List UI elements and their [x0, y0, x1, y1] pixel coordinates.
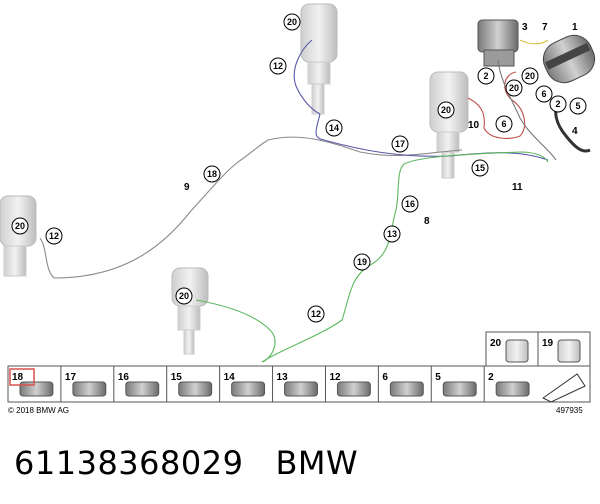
air-strut-left: [0, 195, 37, 277]
air-strut-top: [300, 3, 338, 115]
callout-20: 20: [11, 217, 29, 235]
callout-12: 12: [45, 227, 63, 245]
svg-text:12: 12: [311, 309, 321, 319]
svg-text:19: 19: [357, 257, 367, 267]
part-caption: 61138368029 BMW: [14, 444, 358, 482]
plain-labels: 1 3 7 4 8 9 10 11: [184, 22, 578, 227]
callout-2: 2: [477, 67, 495, 85]
svg-text:17: 17: [395, 139, 405, 149]
label-7: 7: [542, 22, 548, 33]
svg-text:5: 5: [575, 101, 580, 111]
legend-part-image-15: [178, 381, 213, 397]
callout-20: 20: [283, 13, 301, 31]
svg-text:16: 16: [405, 199, 415, 209]
callout-14: 14: [325, 119, 343, 137]
brand-name: BMW: [275, 444, 359, 482]
svg-text:20: 20: [179, 291, 189, 301]
label-3: 3: [522, 22, 528, 33]
svg-text:2: 2: [483, 71, 488, 81]
callout-16: 16: [401, 195, 419, 213]
svg-text:20: 20: [509, 83, 519, 93]
svg-text:6: 6: [541, 89, 546, 99]
legend-cell-6: 6: [382, 372, 388, 383]
callout-5: 5: [569, 97, 587, 115]
air-line-7: [519, 39, 549, 45]
callout-18: 18: [203, 165, 221, 183]
callout-2: 2: [549, 95, 567, 113]
callout-17: 17: [391, 135, 409, 153]
parts-legend: 18 17 16 15 14 13 12 6 5 2 20 19: [7, 331, 591, 403]
legend-cell-12: 12: [329, 372, 341, 383]
label-9: 9: [184, 182, 190, 193]
svg-text:12: 12: [49, 231, 59, 241]
legend-part-image-12: [336, 381, 371, 397]
svg-text:6: 6: [501, 119, 506, 129]
legend-cell-14: 14: [224, 372, 236, 383]
air-lines: [39, 39, 591, 363]
legend-top-part-image-19: [557, 339, 581, 363]
legend-cell-17: 17: [65, 372, 77, 383]
callout-20: 20: [521, 67, 539, 85]
legend-part-image-5: [442, 381, 477, 397]
air-line-8: [195, 151, 549, 363]
callout-6: 6: [535, 85, 553, 103]
svg-text:20: 20: [15, 221, 25, 231]
compressor-unit: [477, 19, 596, 84]
svg-text:12: 12: [273, 61, 283, 71]
svg-text:15: 15: [475, 163, 485, 173]
svg-text:2: 2: [555, 99, 560, 109]
legend-cell-18: 18: [12, 372, 24, 383]
svg-text:18: 18: [207, 169, 217, 179]
svg-text:20: 20: [441, 105, 451, 115]
legend-part-image-17: [72, 381, 107, 397]
legend-part-image-13: [284, 381, 318, 397]
air-strut-rear: [171, 267, 209, 355]
callout-20: 20: [437, 101, 455, 119]
label-1: 1: [572, 22, 578, 33]
callout-6: 6: [495, 115, 513, 133]
svg-text:20: 20: [287, 17, 297, 27]
air-line-10: [467, 71, 526, 139]
legend-cell-15: 15: [171, 372, 183, 383]
callout-12: 12: [307, 305, 325, 323]
callout-15: 15: [471, 159, 489, 177]
legend-part-image-2: [495, 381, 530, 397]
callout-12: 12: [269, 57, 287, 75]
callout-20: 20: [505, 79, 523, 97]
copyright: © 2018 BMW AG: [8, 406, 69, 415]
arrow-icon: [542, 373, 586, 403]
callout-19: 19: [353, 253, 371, 271]
legend-top-cell-20: 20: [490, 338, 502, 349]
legend-top-cell-19: 19: [542, 338, 554, 349]
legend-cell-13: 13: [277, 372, 289, 383]
svg-text:20: 20: [525, 71, 535, 81]
label-10: 10: [468, 120, 480, 131]
legend-cell-2: 2: [488, 372, 494, 383]
legend-part-image-14: [231, 381, 266, 397]
svg-text:13: 13: [387, 229, 397, 239]
air-line-9: [39, 136, 463, 279]
label-8: 8: [424, 216, 430, 227]
legend-cell-16: 16: [118, 372, 130, 383]
legend-part-image-16: [125, 381, 160, 397]
image-number: 497935: [556, 406, 583, 415]
compressor-hose: [497, 59, 557, 161]
legend-part-image-18: [19, 381, 54, 397]
svg-text:14: 14: [329, 123, 339, 133]
air-strut-right: [429, 71, 469, 179]
label-11: 11: [512, 182, 523, 193]
legend-cell-5: 5: [435, 372, 441, 383]
legend-top-part-image-20: [505, 339, 529, 363]
callout-13: 13: [383, 225, 401, 243]
label-4: 4: [572, 126, 578, 137]
part-number: 61138368029: [14, 444, 244, 482]
legend-highlight: [9, 368, 35, 386]
legend-part-image-6: [389, 381, 424, 397]
air-line-top-blue: [293, 39, 321, 115]
callout-20: 20: [175, 287, 193, 305]
